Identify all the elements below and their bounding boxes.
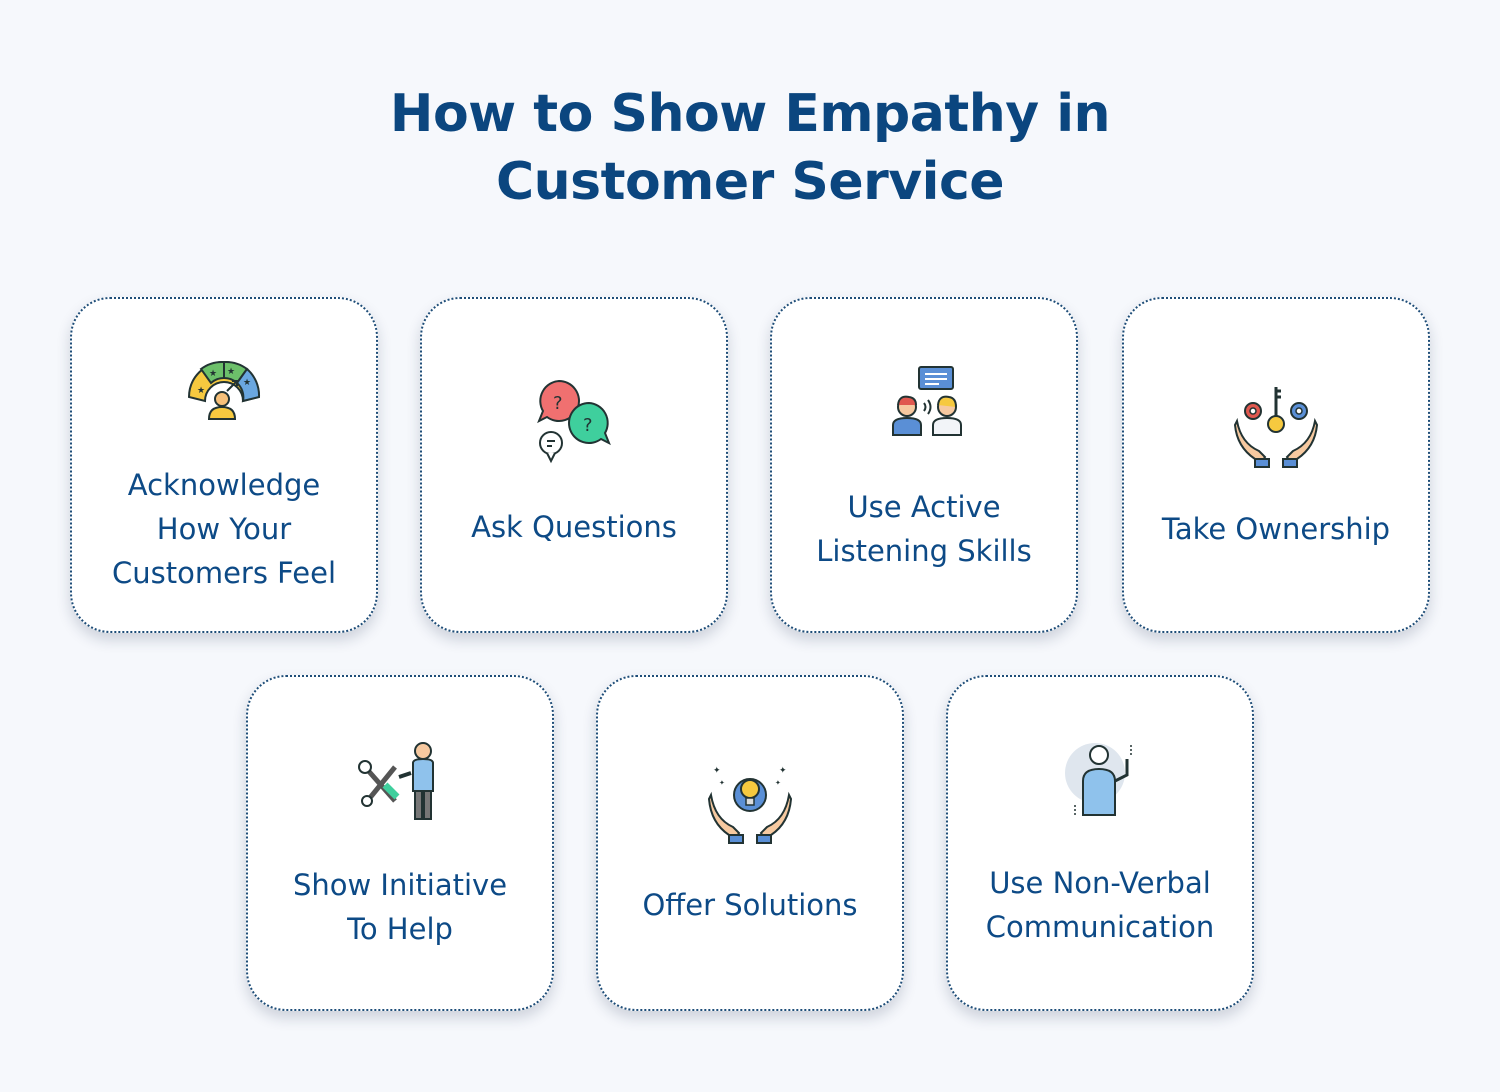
- card-label: Show Initiative To Help: [258, 863, 542, 951]
- svg-text:?: ?: [553, 393, 563, 414]
- hands-key-gears-icon: [1233, 387, 1319, 468]
- label-line: Take Ownership: [1161, 512, 1391, 546]
- label-line: Use Active: [847, 490, 1001, 524]
- title-line-1: How to Show Empathy in: [389, 84, 1111, 144]
- title-line-2: Customer Service: [495, 152, 1005, 212]
- active-listening-icon: [892, 366, 962, 436]
- label-line: Customers Feel: [111, 556, 337, 590]
- card-active-listening: Use Active Listening Skills: [770, 297, 1078, 633]
- label-line: Ask Questions: [471, 510, 677, 544]
- svg-text:★: ★: [209, 369, 217, 379]
- card-label: Use Active Listening Skills: [782, 485, 1066, 573]
- svg-text:?: ?: [583, 415, 593, 436]
- svg-text:✦: ✦: [779, 766, 787, 776]
- card-offer-solutions: ✦ ✦ ✦ ✦ Offer Solutions: [596, 675, 904, 1011]
- card-non-verbal-communication: Use Non-Verbal Communication: [946, 675, 1254, 1011]
- card-label: Take Ownership: [1134, 507, 1418, 551]
- card-label: Offer Solutions: [608, 883, 892, 927]
- label-line: Show Initiative: [292, 868, 508, 902]
- hands-lightbulb-icon: ✦ ✦ ✦ ✦: [707, 766, 793, 844]
- person-tools-icon: [358, 742, 434, 820]
- label-line: Listening Skills: [816, 534, 1032, 568]
- label-line: To Help: [347, 912, 453, 946]
- question-bubbles-icon: ? ?: [537, 379, 611, 464]
- card-label: Ask Questions: [432, 505, 716, 549]
- rating-gauge-icon: ★ ★ ★ ★: [187, 360, 261, 420]
- card-acknowledge-feelings: ★ ★ ★ ★ Acknowledge How Your Customers F…: [70, 297, 378, 633]
- svg-text:★: ★: [227, 367, 235, 377]
- person-gesture-icon: [1065, 743, 1132, 817]
- svg-text:✦: ✦: [713, 766, 721, 776]
- card-take-ownership: Take Ownership: [1122, 297, 1430, 633]
- card-label: Acknowledge How Your Customers Feel: [82, 463, 366, 595]
- label-line: Communication: [985, 910, 1215, 944]
- page-title: How to Show Empathy in Customer Service: [0, 80, 1500, 216]
- card-ask-questions: ? ? Ask Questions: [420, 297, 728, 633]
- svg-text:★: ★: [243, 378, 251, 388]
- svg-text:✦: ✦: [719, 779, 725, 787]
- card-show-initiative: Show Initiative To Help: [246, 675, 554, 1011]
- label-line: Use Non-Verbal: [989, 866, 1211, 900]
- card-label: Use Non-Verbal Communication: [958, 861, 1242, 949]
- svg-text:★: ★: [197, 386, 205, 396]
- svg-text:✦: ✦: [775, 779, 781, 787]
- label-line: Acknowledge: [127, 468, 321, 502]
- label-line: Offer Solutions: [642, 888, 858, 922]
- label-line: How Your: [156, 512, 292, 546]
